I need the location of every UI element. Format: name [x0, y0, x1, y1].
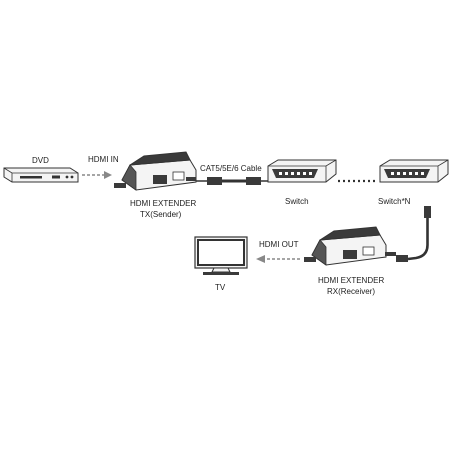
network-switch-n-icon: [379, 159, 449, 183]
switch-label: Switch: [285, 197, 309, 206]
hdmi-extender-sender-icon: [114, 151, 197, 191]
sender-label-line1: HDMI EXTENDER: [130, 199, 196, 208]
network-switch-icon: [267, 159, 337, 183]
hdmi-in-label: HDMI IN: [88, 155, 119, 164]
receiver-label-line2: RX(Receiver): [327, 287, 375, 296]
dvd-label: DVD: [32, 156, 49, 165]
tv-label: TV: [215, 283, 226, 292]
hdmi-extender-receiver-icon: [304, 226, 396, 266]
dvd-player-icon: [3, 167, 79, 183]
hdmi-out-label: HDMI OUT: [259, 240, 299, 249]
cable-label: CAT5/5E/6 Cable: [200, 164, 262, 173]
hdmi-in-arrow: [82, 171, 112, 179]
sender-label-line2: TX(Sender): [140, 210, 182, 219]
tv-icon: [194, 236, 248, 275]
cat-cable: [196, 177, 268, 185]
receiver-label-line1: HDMI EXTENDER: [318, 276, 384, 285]
ethernet-plug-icon: [396, 206, 431, 262]
switch-n-label: Switch*N: [378, 197, 411, 206]
hdmi-out-arrow: [256, 255, 300, 263]
